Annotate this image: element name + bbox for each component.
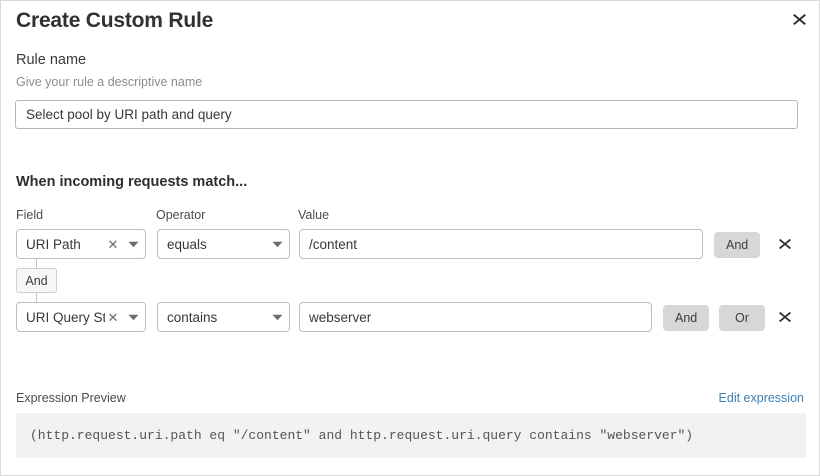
value-input-row-1[interactable] (299, 229, 703, 259)
expression-preview-label: Expression Preview (16, 391, 126, 405)
field-select-row-2-value: URI Query St... (26, 309, 105, 325)
chevron-down-icon[interactable] (121, 241, 145, 248)
match-section-heading: When incoming requests match... (16, 174, 248, 190)
edit-expression-link[interactable]: Edit expression (718, 391, 804, 405)
close-icon-glyph (792, 13, 806, 25)
clear-icon[interactable]: ✕ (107, 236, 119, 252)
delete-icon (779, 238, 791, 250)
delete-icon (779, 311, 791, 323)
field-select-row-1-value: URI Path (26, 236, 81, 252)
delete-row-1-button[interactable] (775, 234, 795, 254)
or-button-row-2[interactable]: Or (719, 305, 765, 331)
delete-row-2-button[interactable] (775, 307, 795, 327)
expression-preview-code: (http.request.uri.path eq "/content" and… (30, 428, 694, 443)
chevron-down-icon[interactable] (265, 314, 289, 321)
and-button-row-1[interactable]: And (714, 232, 761, 258)
chevron-down-icon[interactable] (265, 241, 289, 248)
field-select-row-1[interactable]: URI Path ✕ (16, 229, 146, 259)
rule-name-label: Rule name (16, 52, 87, 68)
operator-select-row-2-value: contains (167, 309, 218, 325)
value-input-row-2[interactable] (299, 302, 652, 332)
dialog-title: Create Custom Rule (16, 9, 214, 32)
expression-preview-box: (http.request.uri.path eq "/content" and… (16, 413, 806, 458)
close-icon[interactable] (787, 7, 811, 31)
operator-select-row-2[interactable]: contains (157, 302, 290, 332)
and-button-row-2[interactable]: And (663, 305, 710, 331)
connector-and-badge[interactable]: And (16, 268, 57, 293)
operator-select-row-1[interactable]: equals (157, 229, 290, 259)
rule-name-help-text: Give your rule a descriptive name (16, 75, 203, 89)
connector-line-bottom (36, 292, 37, 302)
column-header-operator: Operator (156, 208, 206, 222)
clear-icon[interactable]: ✕ (107, 309, 119, 325)
column-header-value: Value (298, 208, 330, 222)
rule-name-input[interactable] (15, 100, 798, 129)
operator-select-row-1-value: equals (167, 236, 207, 252)
field-select-row-2[interactable]: URI Query St... ✕ (16, 302, 146, 332)
column-header-field: Field (16, 208, 44, 222)
chevron-down-icon[interactable] (121, 314, 145, 321)
connector-line-top (36, 258, 37, 269)
